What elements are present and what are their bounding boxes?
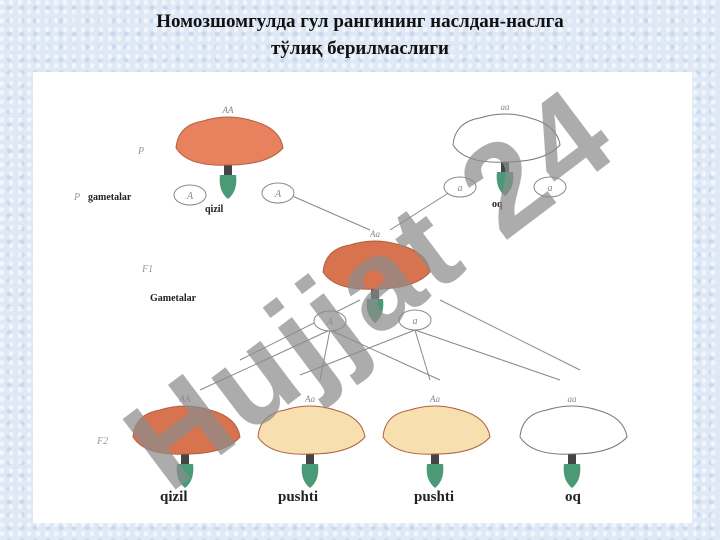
f2-flower-3: Aa <box>382 394 491 488</box>
gamete-circle: a <box>398 309 432 331</box>
f2-label-2: pushti <box>278 489 319 505</box>
gamete-circle: A <box>313 310 347 332</box>
label-p: P <box>137 146 144 157</box>
f2-flower-4: aa <box>519 394 628 488</box>
f2-label-1: qizil <box>160 489 188 505</box>
gamete-allele: A <box>274 189 282 200</box>
gamete-allele: a <box>548 183 553 194</box>
flower-petals <box>175 116 284 166</box>
gamete-allele: a <box>413 316 418 327</box>
title-line-2: тўлиқ берилмаслиги <box>271 38 449 59</box>
parent-red-flower: AA <box>175 105 284 199</box>
parent-white-label: oq <box>492 199 503 210</box>
calyx <box>426 464 444 488</box>
gamete-allele: A <box>186 191 194 202</box>
f1-flower: Aa <box>322 229 431 323</box>
stem <box>568 450 576 466</box>
gamete-allele: A <box>326 317 334 328</box>
f2-flower-1: AA <box>132 394 241 488</box>
label-f1: F1 <box>141 264 153 275</box>
genotype-label: aa <box>501 102 511 112</box>
flower-petals <box>452 113 561 163</box>
flower-petals <box>132 405 241 455</box>
calyx <box>366 299 384 323</box>
calyx <box>563 464 581 488</box>
genotype-label: Aa <box>304 394 315 404</box>
flower-petals <box>382 405 491 455</box>
flower-petals <box>257 405 366 455</box>
slide-title: Номозшомгулда гул рангининг наслдан-насл… <box>0 8 720 62</box>
label-f2: F2 <box>96 436 108 447</box>
genotype-label: AA <box>179 394 191 404</box>
gametes-label-f1: Gametalar <box>150 293 197 304</box>
stem <box>431 450 439 466</box>
gametes-label-p: gametalar <box>88 192 132 203</box>
gamete-circle: a <box>533 176 567 198</box>
stem <box>224 161 232 177</box>
gamete-allele: a <box>458 183 463 194</box>
title-line-1: Номозшомгулда гул рангининг наслдан-насл… <box>156 11 564 32</box>
genotype-label: Aa <box>369 229 380 239</box>
flower-petals <box>519 405 628 455</box>
calyx <box>301 464 319 488</box>
calyx <box>219 175 237 199</box>
f2-label-4: oq <box>565 489 581 505</box>
f2-label-3: pushti <box>414 489 455 505</box>
stem <box>181 450 189 466</box>
calyx <box>176 464 194 488</box>
stem <box>306 450 314 466</box>
gamete-circle: A <box>261 182 295 204</box>
calyx <box>496 172 514 196</box>
gamete-circle: A <box>173 184 207 206</box>
stem <box>501 158 509 174</box>
gamete-circle: a <box>443 176 477 198</box>
f2-flower-2: Aa <box>257 394 366 488</box>
stem <box>371 285 379 301</box>
genotype-label: AA <box>222 105 234 115</box>
parent-red-label: qizil <box>205 204 224 215</box>
parent-white-flower: aa <box>452 102 561 196</box>
cross-lines <box>199 191 581 391</box>
genotype-label: Aa <box>429 394 440 404</box>
flower-petals <box>322 240 431 290</box>
genotype-label: aa <box>568 394 578 404</box>
label-p-gametes-marker: P <box>73 192 80 203</box>
